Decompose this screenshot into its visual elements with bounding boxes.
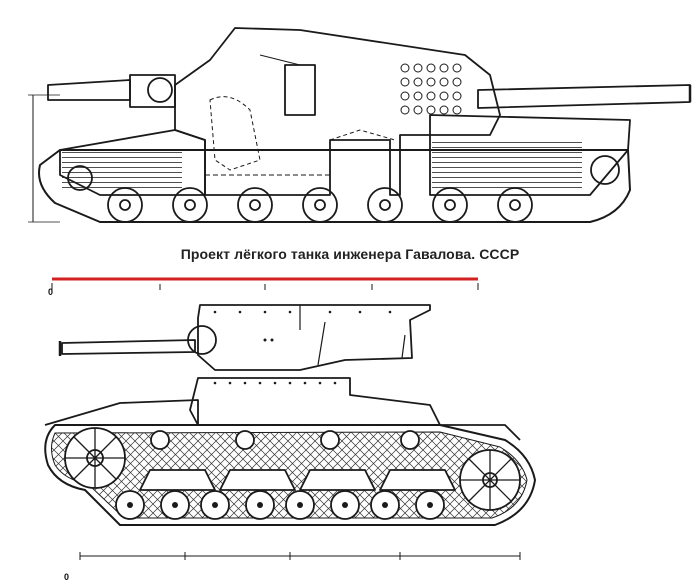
gavalov-main-gun xyxy=(477,84,691,109)
lower-scale-bar: 0 xyxy=(64,552,521,582)
t26-main-gun xyxy=(61,339,196,355)
t26-bogies xyxy=(139,469,456,491)
t26-hull xyxy=(189,377,441,426)
upper-scale-zero: 0 xyxy=(48,287,53,297)
gavalov-road-wheels xyxy=(67,155,620,223)
gavalov-front-gun xyxy=(47,79,131,101)
t26-return-rollers xyxy=(150,430,420,450)
t26-turret xyxy=(197,304,431,371)
t26-tank-drawing xyxy=(44,304,536,526)
gavalov-superstructure xyxy=(174,27,501,196)
gavalov-ammo-rack xyxy=(400,63,462,115)
gavalov-tank-drawing xyxy=(28,27,692,223)
lower-scale-zero: 0 xyxy=(64,572,69,582)
gavalov-front-hull xyxy=(59,129,206,196)
upper-scale-bar: 0 xyxy=(48,277,479,297)
drawing-caption: Проект лёгкого танка инженера Гавалова. … xyxy=(180,246,520,262)
gavalov-track xyxy=(38,149,631,223)
t26-track xyxy=(44,424,536,526)
gavalov-rear-hull xyxy=(429,114,631,196)
